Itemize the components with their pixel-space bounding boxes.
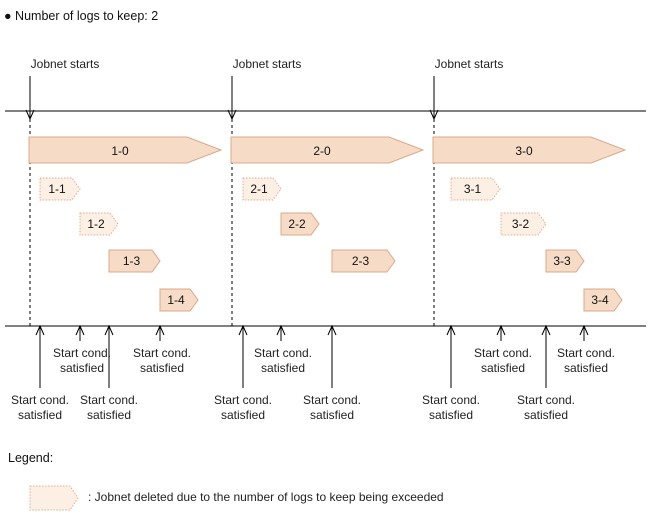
start-cond-label-line1: Start cond. xyxy=(422,393,480,407)
sub-jobnet-arrow xyxy=(39,177,81,201)
start-cond-label-line2: satisfied xyxy=(524,408,568,422)
sub-jobnet-label: 1-1 xyxy=(48,182,66,196)
sub-jobnet-arrow xyxy=(159,288,199,312)
sub-jobnet-label: 2-2 xyxy=(288,217,306,231)
legend-deleted-description: : Jobnet deleted due to the number of lo… xyxy=(88,490,444,504)
start-cond-arrow-head xyxy=(327,324,337,336)
main-jobnet-arrow xyxy=(28,136,223,164)
sub-jobnet-label: 3-4 xyxy=(591,293,609,307)
legend-deleted-sample xyxy=(29,485,79,511)
header-note-text: Number of logs to keep: 2 xyxy=(15,9,159,23)
sub-jobnet-label: 3-2 xyxy=(512,217,530,231)
start-cond-label-line2: satisfied xyxy=(481,361,525,375)
sub-jobnet-arrow xyxy=(79,212,119,236)
start-cond-label-line1: Start cond. xyxy=(557,346,615,360)
start-cond-arrow-head xyxy=(579,324,589,336)
sub-jobnet-label: 3-1 xyxy=(464,182,482,196)
bullet-icon: ● xyxy=(4,9,12,23)
start-cond-arrow-head xyxy=(75,324,85,336)
sub-jobnet-label: 1-2 xyxy=(87,217,105,231)
sub-jobnet-label: 2-3 xyxy=(352,254,370,268)
start-cond-label-line1: Start cond. xyxy=(53,346,111,360)
start-cond-arrow-head xyxy=(276,324,286,336)
start-cond-label-line2: satisfied xyxy=(429,408,473,422)
sub-jobnet-arrow xyxy=(108,249,161,273)
start-cond-label-line2: satisfied xyxy=(18,408,62,422)
start-cond-label-line2: satisfied xyxy=(87,408,131,422)
start-cond-label-line2: satisfied xyxy=(221,408,265,422)
start-cond-label-line1: Start cond. xyxy=(80,393,138,407)
start-cond-label-line2: satisfied xyxy=(140,361,184,375)
start-cond-label-line2: satisfied xyxy=(564,361,608,375)
start-cond-arrow-head xyxy=(496,324,506,336)
main-jobnet-label: 2-0 xyxy=(313,144,331,158)
sub-jobnet-arrow xyxy=(500,212,547,236)
legend-title: Legend: xyxy=(8,451,54,465)
start-cond-label-line2: satisfied xyxy=(261,361,305,375)
header-note: ● Number of logs to keep: 2 xyxy=(4,9,158,23)
start-cond-label-line1: Start cond. xyxy=(133,346,191,360)
start-cond-label-line1: Start cond. xyxy=(474,346,532,360)
sub-jobnet-label: 2-1 xyxy=(250,182,268,196)
start-cond-arrow-head xyxy=(104,324,114,336)
jobnet-starts-label: Jobnet starts xyxy=(233,57,302,71)
sub-jobnet-arrow xyxy=(450,177,501,201)
main-jobnet-label: 3-0 xyxy=(515,144,533,158)
jobnet-starts-label: Jobnet starts xyxy=(31,57,100,71)
start-cond-label-line2: satisfied xyxy=(60,361,104,375)
start-cond-arrow-head xyxy=(446,324,456,336)
start-cond-arrow-head xyxy=(155,324,165,336)
sub-jobnet-arrow xyxy=(280,212,320,236)
main-jobnet-arrow xyxy=(230,136,425,164)
start-cond-label-line1: Start cond. xyxy=(303,393,361,407)
start-cond-label-line1: Start cond. xyxy=(254,346,312,360)
start-cond-arrow-head xyxy=(541,324,551,336)
main-jobnet-arrow xyxy=(432,136,627,164)
sub-jobnet-label: 1-3 xyxy=(123,254,141,268)
start-cond-label-line2: satisfied xyxy=(310,408,354,422)
sub-jobnet-arrow xyxy=(545,249,585,273)
jobnet-starts-label: Jobnet starts xyxy=(435,57,504,71)
start-cond-arrow-head xyxy=(238,324,248,336)
start-cond-arrow-head xyxy=(35,324,45,336)
sub-jobnet-arrow xyxy=(242,177,282,201)
sub-jobnet-label: 1-4 xyxy=(167,293,185,307)
main-jobnet-label: 1-0 xyxy=(111,144,129,158)
sub-jobnet-label: 3-3 xyxy=(553,254,571,268)
sub-jobnet-arrow xyxy=(583,288,623,312)
start-cond-label-line1: Start cond. xyxy=(11,393,69,407)
sub-jobnet-arrow xyxy=(331,249,396,273)
start-cond-label-line1: Start cond. xyxy=(214,393,272,407)
start-cond-label-line1: Start cond. xyxy=(517,393,575,407)
